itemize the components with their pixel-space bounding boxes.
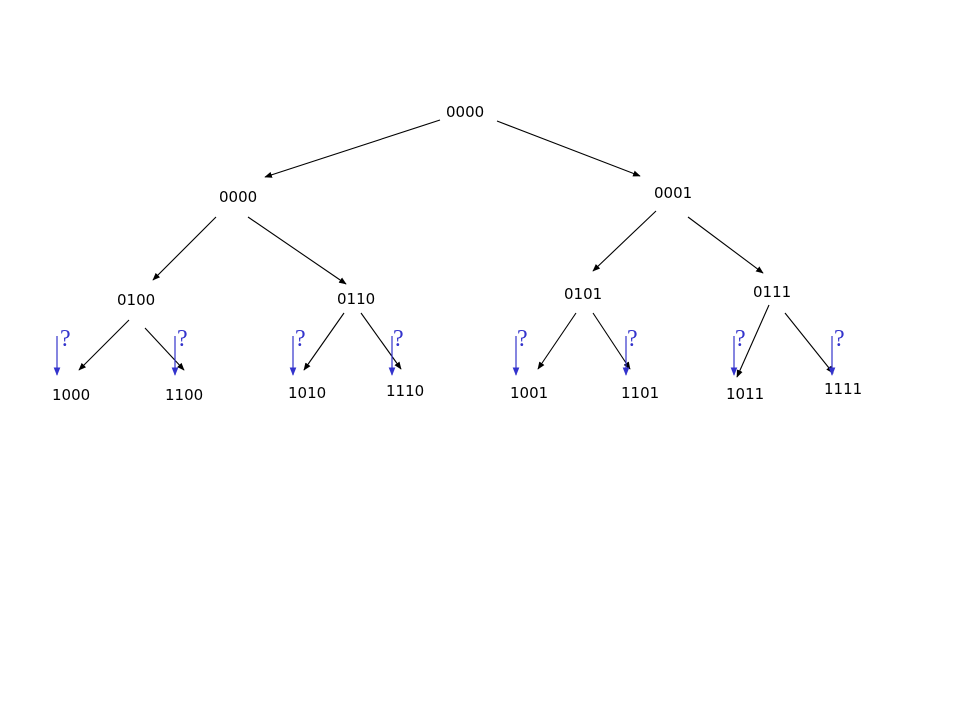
node-leaf-1: 1000 xyxy=(52,386,90,404)
edge-l2-2-leaf-3 xyxy=(303,312,345,371)
question-marks: ? ? ? ? ? ? ? ? xyxy=(60,326,845,352)
question-mark-5: ? xyxy=(517,326,528,352)
question-mark-1: ? xyxy=(60,326,71,352)
node-labels: 0000 0000 0001 0100 0110 0101 0111 1000 … xyxy=(52,103,862,404)
node-leaf-4: 1110 xyxy=(386,382,424,400)
question-mark-3: ? xyxy=(295,326,306,352)
edge-l2-4-leaf-7 xyxy=(736,304,770,378)
question-mark-6: ? xyxy=(627,326,638,352)
node-l2-2: 0110 xyxy=(337,290,375,308)
edge-l2-3-leaf-5 xyxy=(537,312,577,370)
edge-root-l1-left xyxy=(264,119,441,178)
node-l1-left: 0000 xyxy=(219,188,257,206)
node-l2-4: 0111 xyxy=(753,283,791,301)
node-root: 0000 xyxy=(446,103,484,121)
node-leaf-5: 1001 xyxy=(510,384,548,402)
edge-l1-right-l2-3 xyxy=(592,210,657,272)
node-l2-3: 0101 xyxy=(564,285,602,303)
edge-l2-3-leaf-6 xyxy=(592,312,631,370)
node-l2-1: 0100 xyxy=(117,291,155,309)
edge-root-l1-right xyxy=(496,120,641,177)
node-leaf-6: 1101 xyxy=(621,384,659,402)
edge-l2-1-leaf-1 xyxy=(78,319,130,371)
node-leaf-7: 1011 xyxy=(726,385,764,403)
edge-l1-right-l2-4 xyxy=(687,216,764,274)
node-l1-right: 0001 xyxy=(654,184,692,202)
node-leaf-3: 1010 xyxy=(288,384,326,402)
question-mark-7: ? xyxy=(735,326,746,352)
node-leaf-2: 1100 xyxy=(165,386,203,404)
edge-l1-left-l2-1 xyxy=(152,216,217,281)
edge-l2-4-leaf-8 xyxy=(784,312,834,374)
edge-l1-left-l2-2 xyxy=(247,216,347,285)
question-mark-8: ? xyxy=(834,326,845,352)
edge-l2-2-leaf-4 xyxy=(360,312,402,370)
question-mark-2: ? xyxy=(177,326,188,352)
tree-edges xyxy=(78,119,834,378)
node-leaf-8: 1111 xyxy=(824,380,862,398)
question-arrows xyxy=(53,336,836,376)
edge-l2-1-leaf-2 xyxy=(144,327,185,371)
question-mark-4: ? xyxy=(393,326,404,352)
